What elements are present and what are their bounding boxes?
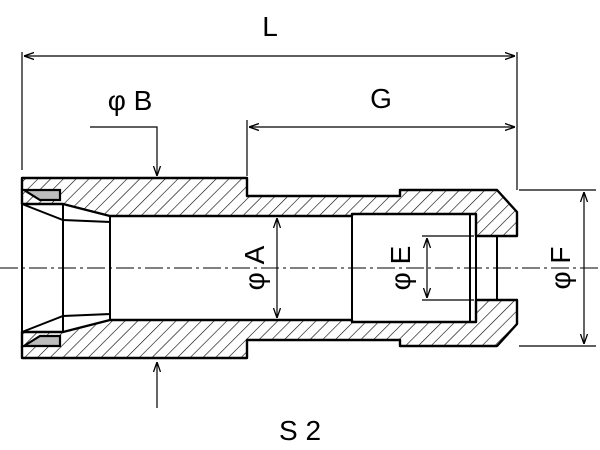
dimension-phi-b: φ B bbox=[90, 85, 157, 408]
seal-lower bbox=[20, 334, 62, 348]
dimension-phi-e: φ E bbox=[385, 235, 474, 301]
dimension-phi-f: φ F bbox=[519, 189, 596, 347]
label-g: G bbox=[370, 83, 392, 114]
figure-caption: S 2 bbox=[279, 415, 321, 446]
dimension-g: G bbox=[246, 83, 515, 176]
label-phi-b: φ B bbox=[108, 85, 153, 116]
lower-wall bbox=[20, 298, 519, 360]
dimension-l: L bbox=[21, 11, 518, 190]
seal-upper bbox=[20, 188, 62, 202]
label-l: L bbox=[262, 11, 278, 42]
dimension-phi-a: φ A bbox=[239, 218, 277, 318]
label-phi-f: φ F bbox=[545, 246, 576, 289]
upper-wall bbox=[20, 176, 519, 238]
label-phi-e: φ E bbox=[385, 246, 416, 291]
label-phi-a: φ A bbox=[239, 245, 270, 290]
